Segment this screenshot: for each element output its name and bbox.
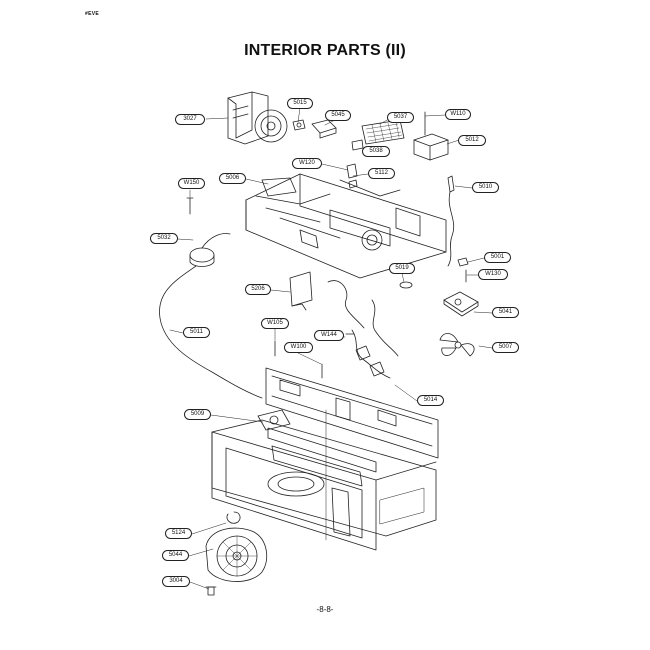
- control-pcb: [443, 291, 479, 317]
- callout-5009: 5009: [184, 409, 211, 420]
- callout-5011: 5011: [183, 327, 210, 338]
- clip-parts: [346, 163, 358, 189]
- callout-5014: 5014: [417, 395, 444, 406]
- oven-cavity: [211, 409, 437, 551]
- callout-w110-top: W110: [445, 109, 471, 120]
- callout-5032: 5032: [150, 233, 178, 244]
- screws-group: [274, 333, 355, 379]
- small-connector: [292, 119, 306, 131]
- callout-5037: 5037: [387, 112, 414, 123]
- rear-frame-panel: [265, 367, 439, 459]
- screw-3004: [205, 586, 217, 596]
- fan-blade: [439, 333, 475, 357]
- callout-w100: W100: [284, 342, 313, 353]
- callout-5041: 5041: [492, 307, 519, 318]
- callout-3004: 3004: [162, 576, 190, 587]
- thermostat: [399, 281, 413, 289]
- stirrer-motor: [189, 233, 231, 267]
- callout-5038: 5038: [362, 146, 390, 157]
- blower-fan-housing: [205, 527, 268, 582]
- callout-3027: 3027: [175, 114, 205, 125]
- hose-clip: [226, 511, 241, 524]
- callout-5124: 5124: [165, 528, 192, 539]
- callout-5006: 5006: [219, 173, 246, 184]
- fan-motor-assembly: [227, 91, 288, 145]
- transformer-block: [413, 111, 449, 161]
- callout-w130: W130: [478, 269, 508, 280]
- page-number: -8-8-: [316, 605, 334, 614]
- callout-w120: W120: [292, 158, 322, 169]
- filter-grille: [361, 119, 405, 145]
- bracket-5206: [289, 271, 313, 311]
- power-cord: [447, 175, 455, 267]
- callout-5045: 5045: [325, 110, 351, 121]
- long-wire: [159, 265, 263, 399]
- chassis-top: [245, 173, 447, 279]
- wiring-harness: [327, 280, 399, 379]
- callout-5015: 5015: [287, 98, 313, 109]
- page-title: INTERIOR PARTS (II): [244, 42, 406, 59]
- fuse-part: [457, 257, 469, 267]
- callout-5010: 5010: [472, 182, 499, 193]
- screw-w150: [186, 197, 194, 215]
- callout-5012: 5012: [458, 135, 486, 146]
- callout-5112: 5112: [368, 168, 395, 179]
- callout-w105: W105: [261, 318, 289, 329]
- callout-w144: W144: [314, 330, 344, 341]
- callout-w150: W150: [178, 178, 205, 189]
- callout-5044: 5044: [162, 550, 189, 561]
- cavity-motor-bracket: [257, 409, 291, 431]
- bracket-part: [311, 119, 337, 139]
- callout-5001: 5001: [484, 252, 511, 263]
- callout-5206: 5206: [245, 284, 271, 295]
- callout-5007: 5007: [492, 342, 519, 353]
- callout-5019: 5019: [389, 263, 415, 274]
- small-clip-part: [351, 139, 364, 151]
- corner-code: #EVE: [85, 11, 99, 17]
